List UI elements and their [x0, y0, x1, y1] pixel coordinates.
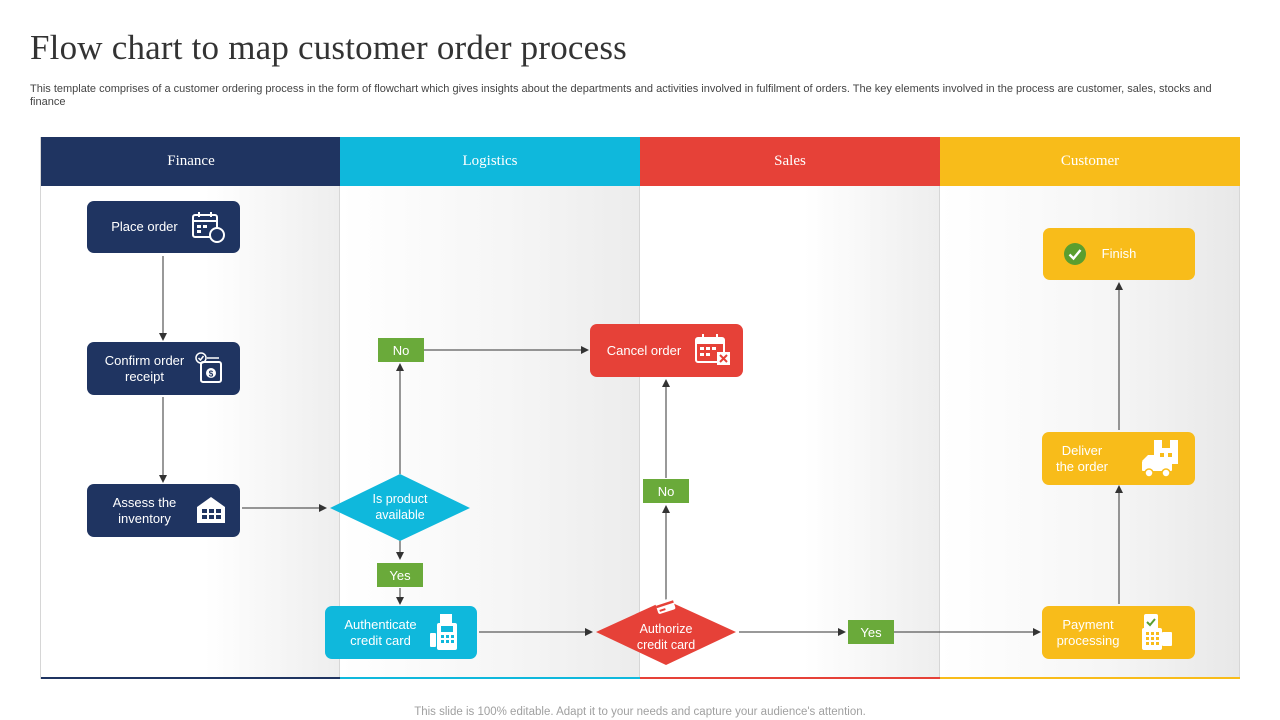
node-confirm-order-receipt-label: Confirm order receipt — [104, 352, 185, 384]
node-authenticate-credit-card: Authenticate credit card — [325, 606, 477, 659]
node-finish-label: Finish — [1101, 246, 1137, 261]
lane-baseline-finance — [41, 677, 341, 679]
page-description: This template comprises of a customer or… — [30, 83, 1212, 108]
lane-header-sales: Sales — [640, 137, 940, 186]
decision-diamond-authorize — [596, 600, 736, 665]
decision-diamond-availability — [330, 474, 470, 541]
node-place-order: Place order — [87, 201, 240, 253]
page-title: Flow chart to map customer order process — [30, 28, 628, 67]
lane-logistics: Logistics — [340, 137, 640, 679]
node-confirm-order-receipt: Confirm order receipt $ — [87, 342, 240, 395]
svg-text:$: $ — [209, 370, 214, 379]
node-authenticate-credit-card-label: Authenticate credit card — [344, 616, 417, 648]
lane-baseline-customer — [940, 677, 1240, 679]
node-payment-processing-label: Payment processing — [1056, 616, 1120, 648]
decision-no-sales: No — [643, 479, 689, 503]
decision-yes-logistics: Yes — [377, 563, 423, 587]
lane-header-customer: Customer — [940, 137, 1240, 186]
calendar-cancel-icon — [695, 334, 730, 365]
pos-terminal-icon — [1142, 614, 1172, 650]
decision-is-product-available: Is product available — [372, 492, 428, 522]
node-assess-inventory: Assess the inventory — [87, 484, 240, 537]
lane-sales: Sales — [640, 137, 940, 679]
lane-header-finance: Finance — [41, 137, 341, 186]
credit-card-icon — [655, 597, 676, 614]
footer-note: This slide is 100% editable. Adapt it to… — [414, 706, 866, 718]
receipt-dollar-icon: $ — [195, 352, 222, 383]
lane-customer: Customer — [940, 137, 1240, 679]
node-cancel-order: Cancel order — [590, 324, 743, 377]
decision-authorize-credit-card: Authorize credit card — [636, 622, 696, 652]
delivery-truck-icon — [1142, 440, 1178, 478]
warehouse-icon — [197, 497, 225, 523]
node-place-order-label: Place order — [111, 219, 178, 234]
lane-baseline-sales — [640, 677, 940, 679]
node-finish: Finish — [1043, 228, 1195, 280]
decision-yes-sales: Yes — [848, 620, 894, 644]
node-assess-inventory-label: Assess the inventory — [112, 494, 177, 526]
check-circle-icon — [1064, 243, 1086, 265]
calendar-clock-icon — [192, 212, 225, 243]
swimlane-board: Finance Logistics Sales Customer — [40, 137, 1240, 679]
node-cancel-order-label: Cancel order — [606, 342, 682, 358]
node-payment-processing: Payment processing — [1042, 606, 1195, 659]
lane-baseline-logistics — [340, 677, 640, 679]
node-deliver-order: Deliver the order — [1042, 432, 1195, 485]
card-machine-icon — [430, 614, 457, 650]
lane-header-logistics: Logistics — [340, 137, 640, 186]
decision-no-logistics: No — [378, 338, 424, 362]
node-deliver-order-label: Deliver the order — [1055, 442, 1109, 474]
